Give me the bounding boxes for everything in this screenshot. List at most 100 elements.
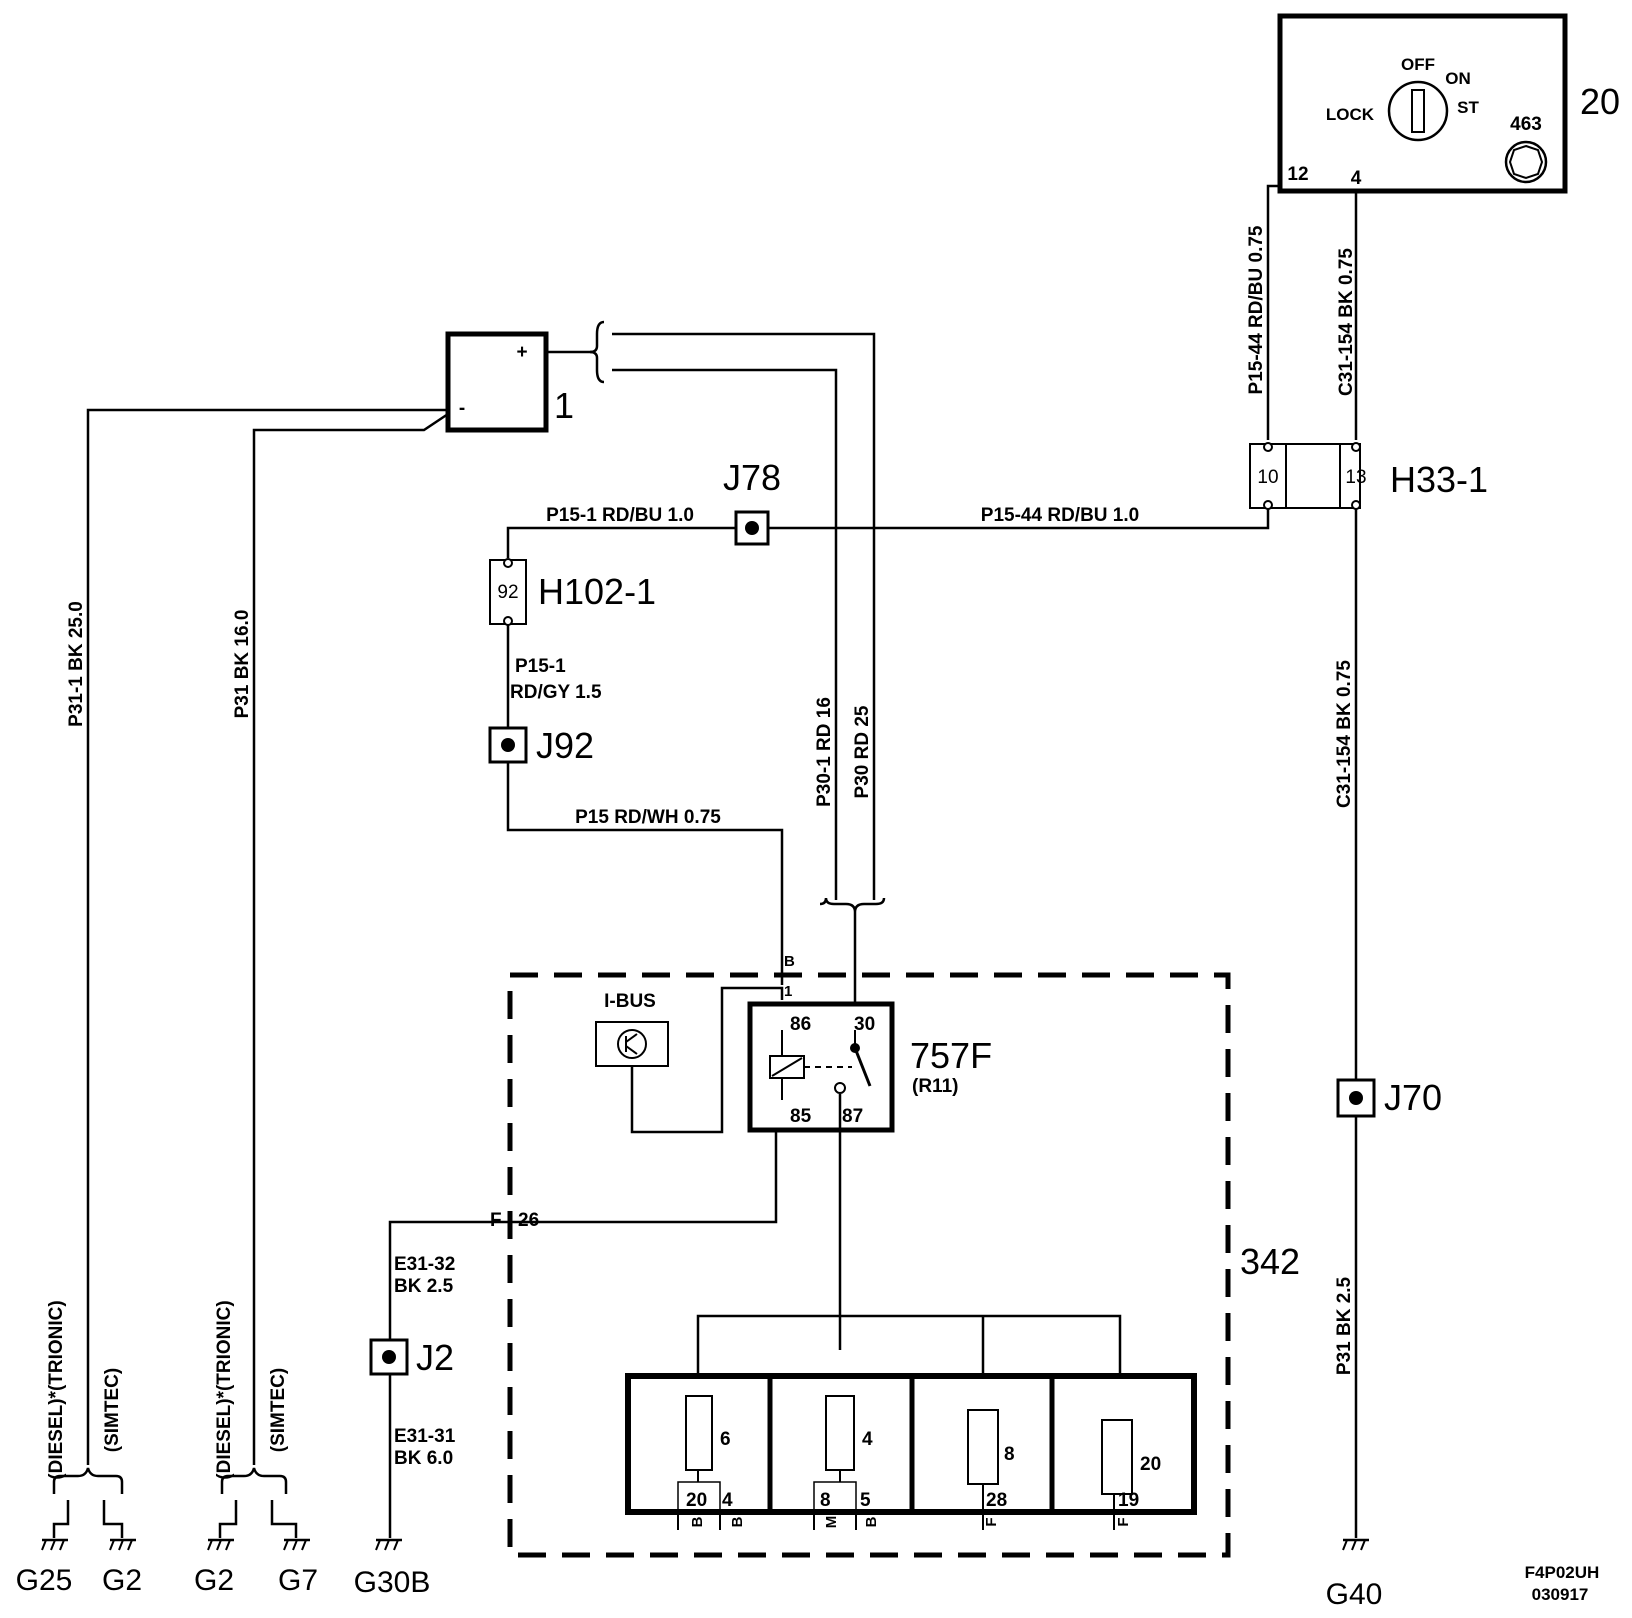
relay-pin-30: 30 (854, 1014, 875, 1035)
wire-label-p30-1: P30-1 RD 16 (814, 697, 835, 807)
relay-box-pin-1: 1 (784, 983, 792, 1000)
wire-label-p15-44-small: P15-44 RD/BU 0.75 (1246, 225, 1267, 394)
fuse-6: 6 20 4 B B (677, 1395, 746, 1530)
relay-box-pin-26: 26 (518, 1210, 539, 1231)
h33-ref: H33-1 (1390, 459, 1488, 500)
fuse-8-pin: 28 (986, 1490, 1007, 1511)
ground-label-g30b: G30B (354, 1566, 431, 1599)
switch-ref: 20 (1580, 81, 1620, 122)
relay-box-pin-f: F (490, 1210, 502, 1231)
junction-j70: J70 (1336, 1077, 1442, 1118)
relay-ref: 757F (910, 1035, 992, 1076)
wire-label-p15-1: P15-1 RD/BU 1.0 (546, 505, 694, 526)
fuse-4: 4 8 5 M B (813, 1395, 880, 1530)
relay-box-ref: 342 (1240, 1241, 1300, 1282)
battery: + - 1 (445, 331, 574, 433)
wire-label-e31-31-b: BK 6.0 (394, 1448, 453, 1469)
switch-pin-12: 12 (1287, 164, 1308, 185)
fuse-20-value: 20 (1140, 1454, 1161, 1475)
variant-diesel-trionic-2: (DIESEL)*(TRIONIC) (214, 1300, 235, 1479)
j2-label: J2 (416, 1337, 454, 1378)
fuse-6-letter-a: B (689, 1516, 706, 1527)
ground-label-g7: G7 (278, 1564, 318, 1597)
battery-plus: + (516, 342, 527, 363)
switch-pin-4: 4 (1351, 168, 1362, 189)
connector-h33-1: 10 13 H33-1 (1249, 442, 1488, 510)
ground-label-g25: G25 (16, 1564, 73, 1597)
wire-label-p15-44: P15-44 RD/BU 1.0 (981, 505, 1139, 526)
switch-pos-st: ST (1457, 98, 1479, 117)
wire-label-c31-154-top: C31-154 BK 0.75 (1336, 248, 1357, 396)
switch-part-number: 463 (1510, 114, 1542, 135)
j78-label: J78 (723, 457, 781, 498)
ground-icon-g25 (41, 1538, 68, 1551)
wire-label-e31-32-a: E31-32 (394, 1254, 455, 1275)
switch-pos-lock: LOCK (1326, 105, 1375, 124)
battery-minus: - (459, 398, 465, 419)
fuse-4-pin-a: 8 (820, 1490, 831, 1511)
ground-icon-g2-a (109, 1538, 136, 1551)
variant-simtec-1: (SIMTEC) (102, 1368, 123, 1452)
junction-j78: J78 (723, 457, 781, 546)
fuse-4-value: 4 (862, 1429, 873, 1450)
fuse-20-pin: 19 (1118, 1490, 1139, 1511)
h102-ref: H102-1 (538, 571, 656, 612)
fuse-8: 8 28 F (967, 1409, 1015, 1530)
variant-diesel-trionic-1: (DIESEL)*(TRIONIC) (46, 1300, 67, 1479)
fuse-4-pin-b: 5 (860, 1490, 871, 1511)
relay-pin-85: 85 (790, 1106, 812, 1127)
switch-pos-off: OFF (1401, 55, 1435, 74)
j70-label: J70 (1384, 1077, 1442, 1118)
relay-pin-87: 87 (842, 1106, 863, 1127)
h102-pin-92: 92 (497, 582, 518, 603)
footer-date: 030917 (1532, 1585, 1589, 1604)
relay-box: 342 B 1 F 26 I-BUS 86 30 85 87 (490, 953, 1300, 1558)
relay-sub: (R11) (912, 1076, 958, 1097)
fuse-6-value: 6 (720, 1429, 731, 1450)
switch-pos-on: ON (1445, 69, 1471, 88)
ground-icon-g30b (375, 1538, 402, 1551)
relay-coil-icon (769, 1030, 852, 1100)
wire-label-c31-154-bottom: C31-154 BK 0.75 (1334, 660, 1355, 808)
junction-j92: J92 (488, 725, 594, 766)
fuse-6-pin-a: 20 (686, 1490, 707, 1511)
fuse-8-letter: F (983, 1517, 1000, 1526)
wire-label-p15: P15 RD/WH 0.75 (575, 807, 721, 828)
wire-label-e31-31-a: E31-31 (394, 1426, 456, 1447)
transistor-icon (617, 1029, 647, 1059)
ground-label-g40: G40 (1326, 1578, 1383, 1611)
fuse-8-value: 8 (1004, 1444, 1015, 1465)
lamp-icon (1504, 140, 1548, 184)
ground-icon-g40 (1342, 1538, 1369, 1551)
j92-label: J92 (536, 725, 594, 766)
wire-label-p31-1: P31-1 BK 25.0 (66, 601, 87, 727)
footer-code: F4P02UH (1525, 1563, 1600, 1582)
battery-ref: 1 (554, 385, 574, 426)
h33-pin-13: 13 (1345, 467, 1366, 488)
wire-label-p15-1-a: P15-1 (515, 656, 566, 677)
variant-simtec-2: (SIMTEC) (268, 1368, 289, 1452)
fuse-4-letter-b: B (863, 1516, 880, 1527)
ground-icon-g2-b (207, 1538, 234, 1551)
ignition-switch: OFF ON LOCK ST 463 12 4 20 (1277, 13, 1620, 194)
relay-switch-icon (834, 1030, 872, 1094)
relay-box-pin-b: B (784, 953, 795, 970)
ground-label-g2-a: G2 (102, 1564, 142, 1597)
wire-label-p15-1-b: RD/GY 1.5 (510, 682, 602, 703)
connector-h102-1: 92 H102-1 (489, 558, 656, 626)
wire-label-p31-right: P31 BK 2.5 (1334, 1276, 1355, 1375)
h33-pin-10: 10 (1257, 467, 1278, 488)
fuse-20-letter: F (1115, 1517, 1132, 1526)
fuse-4-letter-a: M (823, 1516, 840, 1529)
fuse-20: 20 19 F (1101, 1419, 1161, 1530)
fuse-6-pin-b: 4 (722, 1490, 733, 1511)
ground-label-g2-b: G2 (194, 1564, 234, 1597)
wire-label-e31-32-b: BK 2.5 (394, 1276, 454, 1297)
wire-label-p30: P30 RD 25 (852, 705, 873, 798)
wire-label-p31-left: P31 BK 16.0 (232, 610, 253, 719)
junction-j2: J2 (369, 1337, 454, 1378)
fuse-6-letter-b: B (729, 1516, 746, 1527)
ground-icon-g7 (283, 1538, 310, 1551)
relay-pin-86: 86 (790, 1014, 811, 1035)
